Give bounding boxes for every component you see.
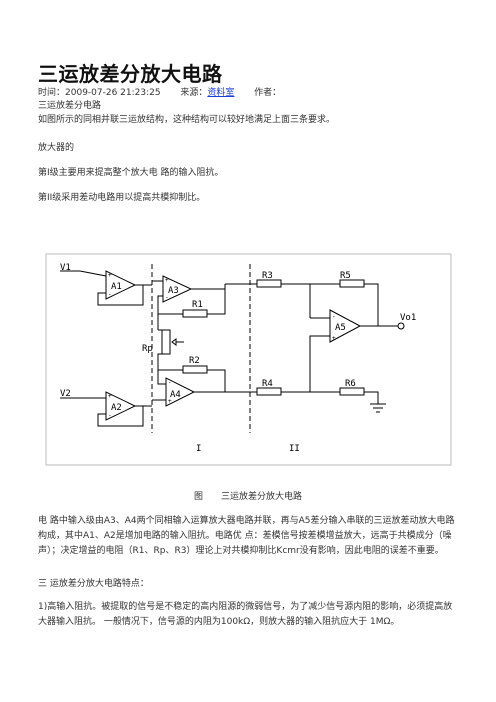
subtitle-line: 三运放差分电路 bbox=[38, 101, 102, 111]
label-r3: R3 bbox=[262, 271, 273, 281]
label-r6: R6 bbox=[345, 379, 356, 389]
svg-text:-: - bbox=[332, 313, 336, 320]
stage2-line: 第II级采用差动电路用以提高共模抑制比。 bbox=[38, 193, 206, 203]
intro-line: 如图所示的同相并联三运放结构，这种结构可以较好地满足上面三条要求。 bbox=[38, 115, 336, 125]
label-v1: V1 bbox=[60, 263, 71, 273]
label-a3: A3 bbox=[168, 286, 179, 296]
svg-text:-: - bbox=[108, 412, 112, 419]
svg-text:+: + bbox=[165, 277, 169, 284]
label-a5: A5 bbox=[335, 323, 346, 333]
svg-text:-: - bbox=[108, 291, 112, 298]
article-meta: 时间：2009-07-26 21:23:25 来源：资料室 作者： bbox=[38, 85, 281, 98]
r2-resistor bbox=[182, 365, 208, 374]
a5-amp bbox=[329, 309, 362, 343]
author-label: 作者： bbox=[254, 88, 282, 98]
time-label: 时间： bbox=[38, 88, 66, 98]
svg-text:-: - bbox=[165, 294, 169, 301]
time-value: 2009-07-26 21:23:25 bbox=[65, 88, 161, 98]
a2-amp bbox=[105, 391, 137, 421]
label-a2: A2 bbox=[111, 403, 122, 413]
label-a1: A1 bbox=[111, 282, 122, 292]
r1-resistor bbox=[182, 309, 208, 318]
paragraph-circuit-description: 电 路中输入级由A3、A4两个同相输入运算放大器电路并联，再与A5差分输入串联的… bbox=[38, 516, 455, 556]
paragraph-feature-1: 1)高输入阻抗。被提取的信号是不稳定的高内阻源的微弱信号，为了减少信号源内阻的影… bbox=[38, 602, 453, 627]
label-stage1: I bbox=[196, 444, 201, 454]
label-r2: R2 bbox=[189, 356, 200, 366]
stage1-line: 第I级主要用来提高整个放大电 路的输入阻抗。 bbox=[38, 168, 224, 178]
a1-amp bbox=[105, 270, 137, 300]
label-v2: V2 bbox=[60, 389, 71, 399]
r6-resistor bbox=[339, 387, 365, 396]
svg-text:+: + bbox=[108, 393, 112, 400]
label-r5: R5 bbox=[340, 271, 351, 281]
svg-text:+: + bbox=[168, 398, 172, 405]
article-title: 三运放差分放大电路 bbox=[38, 62, 223, 86]
label-vo1: Vo1 bbox=[400, 313, 416, 323]
svg-text:-: - bbox=[168, 379, 172, 386]
r4-resistor bbox=[256, 387, 282, 396]
source-label: 来源： bbox=[180, 88, 208, 98]
rp-resistor bbox=[161, 329, 171, 355]
paragraph-features-heading: 三 运放差分放大电路特点： bbox=[38, 579, 149, 589]
label-a4: A4 bbox=[170, 390, 181, 400]
r3-resistor bbox=[256, 279, 282, 288]
label-r1: R1 bbox=[192, 300, 203, 310]
a4-amp bbox=[165, 377, 196, 407]
svg-text:+: + bbox=[332, 335, 336, 342]
figure-caption: 图 三运放差分放大电路 bbox=[193, 492, 302, 502]
a3-amp bbox=[162, 275, 193, 303]
r5-resistor bbox=[339, 279, 365, 288]
label-r4: R4 bbox=[262, 379, 273, 389]
label-rp: Rp bbox=[142, 344, 153, 354]
label-stage2: II bbox=[289, 444, 300, 454]
source-link[interactable]: 资料室 bbox=[207, 88, 235, 98]
svg-text:+: + bbox=[108, 272, 112, 279]
section-line: 放大器的 bbox=[38, 143, 75, 153]
